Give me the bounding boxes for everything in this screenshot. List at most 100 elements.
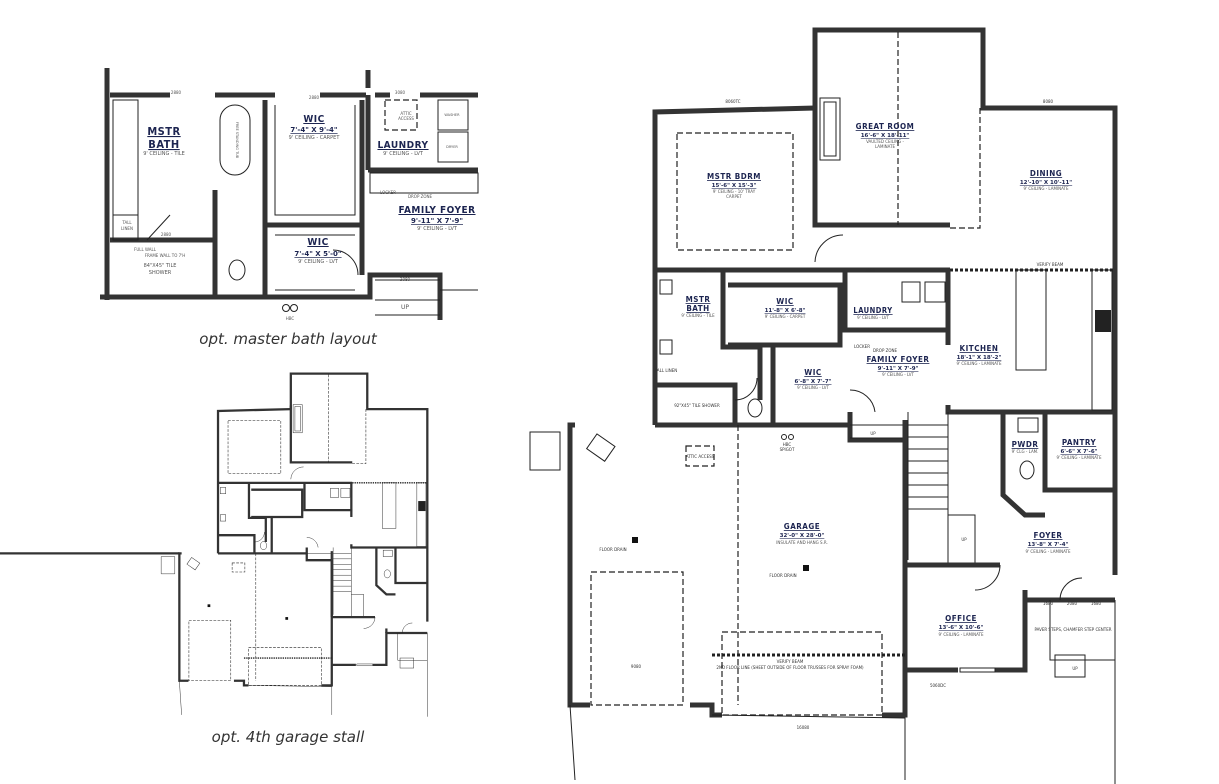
washer-label: WASHER bbox=[444, 113, 460, 117]
room-dims: 15'-6" X 15'-3" bbox=[712, 183, 757, 189]
room-dims: 6'-6" X 7'-6" bbox=[1060, 449, 1097, 455]
floor-line-label: 2ND FLOOR LINE (SHEET OUTSIDE OF FLOOR T… bbox=[716, 665, 864, 670]
room-note: 9' CEILING - LVT bbox=[417, 226, 458, 232]
room-dims: 12'-10" X 10'-11" bbox=[1020, 180, 1072, 186]
room-note: CARPET bbox=[726, 194, 742, 199]
room-name: PANTRY bbox=[1062, 438, 1097, 447]
room-dims: 9'-11" X 7'-9" bbox=[411, 217, 463, 225]
door-label: 2880 bbox=[696, 268, 707, 273]
door-label: 1680 bbox=[1043, 601, 1054, 606]
window-label: 8060TC bbox=[725, 99, 740, 104]
room-dims: 6'-8" X 7'-7" bbox=[794, 379, 831, 385]
room-dims: 18'-1" X 18'-2" bbox=[957, 355, 1002, 361]
garage-door-label: 16080 bbox=[797, 725, 810, 730]
door-label: 3080 bbox=[400, 277, 411, 282]
room-great-room: GREAT ROOM 16'-6" X 18'-11" VAULTED CEIL… bbox=[856, 122, 915, 149]
room-note: 9' CEILING - LAMINATE bbox=[1026, 549, 1071, 554]
door-label: 3080 bbox=[395, 90, 406, 95]
room-laundry: LAUNDRY 9' CEILING - LVT bbox=[853, 306, 892, 320]
room-wic-hall: WIC 6'-8" X 7'-7" 9' CEILING - LVT bbox=[794, 368, 831, 390]
room-note: INSULATE AND HANG S.R. bbox=[776, 540, 828, 545]
window-label: 5060DC bbox=[930, 683, 946, 688]
room-note: 9' CEILING - 10' TRAY bbox=[713, 189, 756, 194]
room-name: MSTR BDRM bbox=[707, 172, 761, 181]
annotations: VERIFY BEAM VERIFY BEAM 2ND FLOOR LINE (… bbox=[599, 99, 1111, 730]
room-name: LAUNDRY bbox=[853, 306, 892, 315]
room-name: BATH bbox=[686, 304, 709, 313]
main-floor-plan: GREAT ROOM 16'-6" X 18'-11" VAULTED CEIL… bbox=[530, 30, 1115, 784]
room-name: FAMILY FOYER bbox=[867, 355, 930, 364]
room-name: MSTR bbox=[147, 125, 180, 138]
room-office: OFFICE 13'-6" X 10'-6" 9' CEILING - LAMI… bbox=[939, 614, 984, 637]
room-note: 9' CEILING - TILE bbox=[143, 151, 185, 157]
room-name: MSTR bbox=[686, 295, 711, 304]
tall-linen-label: TALL LINEN bbox=[654, 368, 678, 373]
room-name: KITCHEN bbox=[960, 344, 999, 353]
dryer-label: DRYER bbox=[446, 145, 458, 149]
shower-label: 92"X45" TILE SHOWER bbox=[674, 403, 720, 408]
verify-beam-label: VERIFY BEAM bbox=[1037, 262, 1064, 267]
room-name: WIC bbox=[804, 368, 821, 377]
room-name: WIC bbox=[776, 297, 793, 306]
toilet-icon bbox=[228, 259, 246, 281]
room-dims: 7'-4" X 9'-4" bbox=[290, 126, 337, 134]
window-label: 8080 bbox=[1043, 99, 1054, 104]
inset-master-bath-layout: MSTR BATH 9' CEILING - TILE WIC 7'-4" X … bbox=[100, 68, 479, 348]
room-note: 9' CLG - LAM. bbox=[1012, 449, 1039, 454]
room-note: 9' CEILING - LVT bbox=[383, 151, 424, 157]
room-note: 9' CEILING - LVT bbox=[298, 259, 339, 265]
door-label: 1680 bbox=[1091, 601, 1102, 606]
verify-beam-label: VERIFY BEAM bbox=[777, 659, 804, 664]
drop-zone-label: DROP ZONE bbox=[408, 194, 433, 199]
door-label: 2880 bbox=[161, 232, 172, 237]
room-name: FOYER bbox=[1034, 531, 1063, 540]
room-note: 9' CEILING - LVT bbox=[797, 385, 829, 390]
full-wall-label: FULL WALL bbox=[134, 247, 157, 252]
inset-caption: opt. master bath layout bbox=[199, 330, 378, 348]
room-dims: 13'-6" X 10'-6" bbox=[939, 625, 984, 631]
door-label: 3080 bbox=[865, 268, 876, 273]
floor-drain-label: FLOOR DRAIN bbox=[599, 547, 626, 552]
shower-label: SHOWER bbox=[149, 270, 172, 276]
locker-label: LOCKER bbox=[854, 344, 870, 349]
room-dims: 13'-8" X 7'-4" bbox=[1028, 542, 1069, 548]
tall-linen-label: LINEN bbox=[121, 226, 133, 231]
room-name: OFFICE bbox=[945, 614, 977, 623]
room-master-bedroom: MSTR BDRM 15'-6" X 15'-3" 9' CEILING - 1… bbox=[707, 172, 761, 199]
drop-zone-label: DROP ZONE bbox=[873, 348, 898, 353]
room-note: 9' CEILING - LAMINATE bbox=[1057, 455, 1102, 460]
room-dims: 32'-0" X 28'-0" bbox=[780, 533, 825, 539]
locker-label: LOCKER bbox=[380, 190, 396, 195]
room-note: VAULTED CEILING - bbox=[866, 139, 904, 144]
room-wic-master: WIC 11'-8" X 6'-8" 9' CEILING - CARPET bbox=[765, 297, 806, 319]
room-master-bath: MSTR BATH 9' CEILING - TILE bbox=[681, 295, 715, 318]
tub-label: FREE STANDING TUB bbox=[235, 122, 239, 159]
room-dims: 7'-4" X 5'-0" bbox=[294, 250, 341, 258]
room-foyer: FOYER 13'-8" X 7'-4" 9' CEILING - LAMINA… bbox=[1026, 531, 1071, 554]
door-label: 2880 bbox=[171, 90, 182, 95]
room-pantry: PANTRY 6'-6" X 7'-6" 9' CEILING - LAMINA… bbox=[1057, 438, 1102, 460]
attic-access-label: ACCESS bbox=[398, 116, 414, 121]
hbc-label: HBC bbox=[783, 442, 792, 447]
room-powder: PWDR 9' CLG - LAM. bbox=[1012, 440, 1039, 454]
room-name: GREAT ROOM bbox=[856, 122, 915, 131]
room-dims: 16'-6" X 18'-11" bbox=[861, 133, 910, 139]
room-name: FAMILY FOYER bbox=[398, 205, 475, 216]
room-name: WIC bbox=[303, 114, 324, 125]
attic-access-label: ATTIC bbox=[400, 111, 411, 116]
bathtub-icon bbox=[219, 104, 251, 176]
up-label: UP bbox=[401, 304, 409, 311]
garage-door-label: 9080 bbox=[631, 664, 642, 669]
paver-steps-label: PAVER STEPS, CHAMFER STEP CENTER bbox=[1034, 627, 1111, 632]
room-dims: 11'-8" X 6'-8" bbox=[765, 308, 806, 314]
room-note: 9' CEILING - LVT bbox=[882, 372, 914, 377]
room-note: LAMINATE bbox=[875, 144, 896, 149]
room-name: GARAGE bbox=[784, 522, 820, 531]
frame-wall-label: FRAME WALL TO 7'H bbox=[145, 253, 186, 258]
attic-access-label: ATTIC ACCESS bbox=[686, 454, 715, 459]
inset-caption: opt. 4th garage stall bbox=[212, 728, 365, 746]
room-dining: DINING 12'-10" X 10'-11" 9' CEILING - LA… bbox=[1020, 169, 1072, 191]
floor-drain-label: FLOOR DRAIN bbox=[769, 573, 796, 578]
room-garage: GARAGE 32'-0" X 28'-0" INSULATE AND HANG… bbox=[776, 522, 828, 545]
